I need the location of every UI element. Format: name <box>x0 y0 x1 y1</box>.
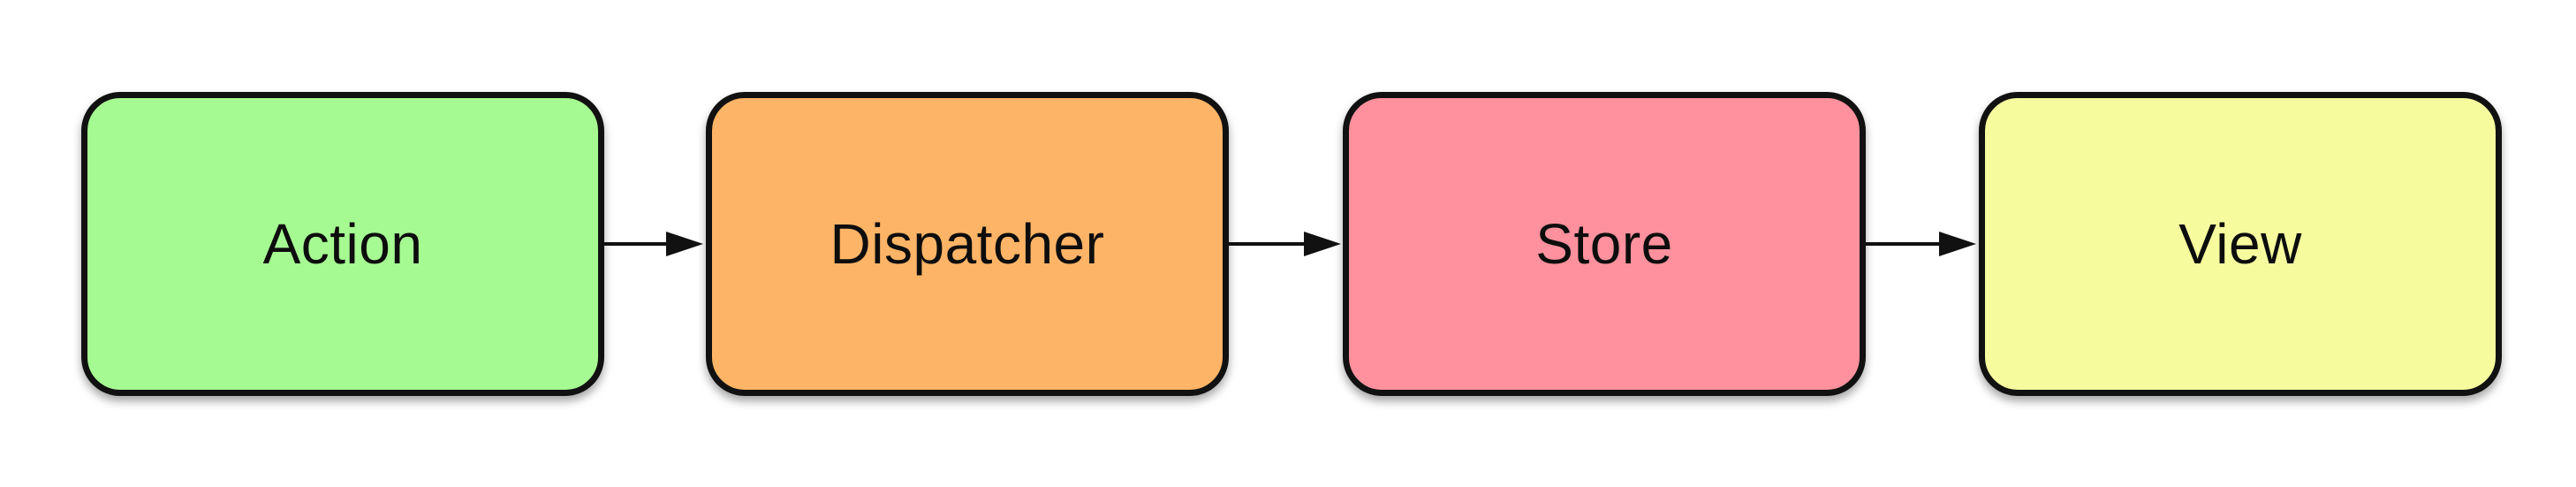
arrow-dispatcher-to-store <box>1229 232 1341 256</box>
store-node: Store <box>1343 92 1866 396</box>
view-label: View <box>2178 212 2302 276</box>
action-node: Action <box>81 92 604 396</box>
view-node: View <box>1979 92 2502 396</box>
arrow-store-to-view <box>1866 232 1976 256</box>
action-label: Action <box>262 212 423 276</box>
arrow-action-to-dispatcher <box>604 232 703 256</box>
store-label: Store <box>1535 212 1673 276</box>
dispatcher-label: Dispatcher <box>830 212 1105 276</box>
dispatcher-node: Dispatcher <box>706 92 1229 396</box>
